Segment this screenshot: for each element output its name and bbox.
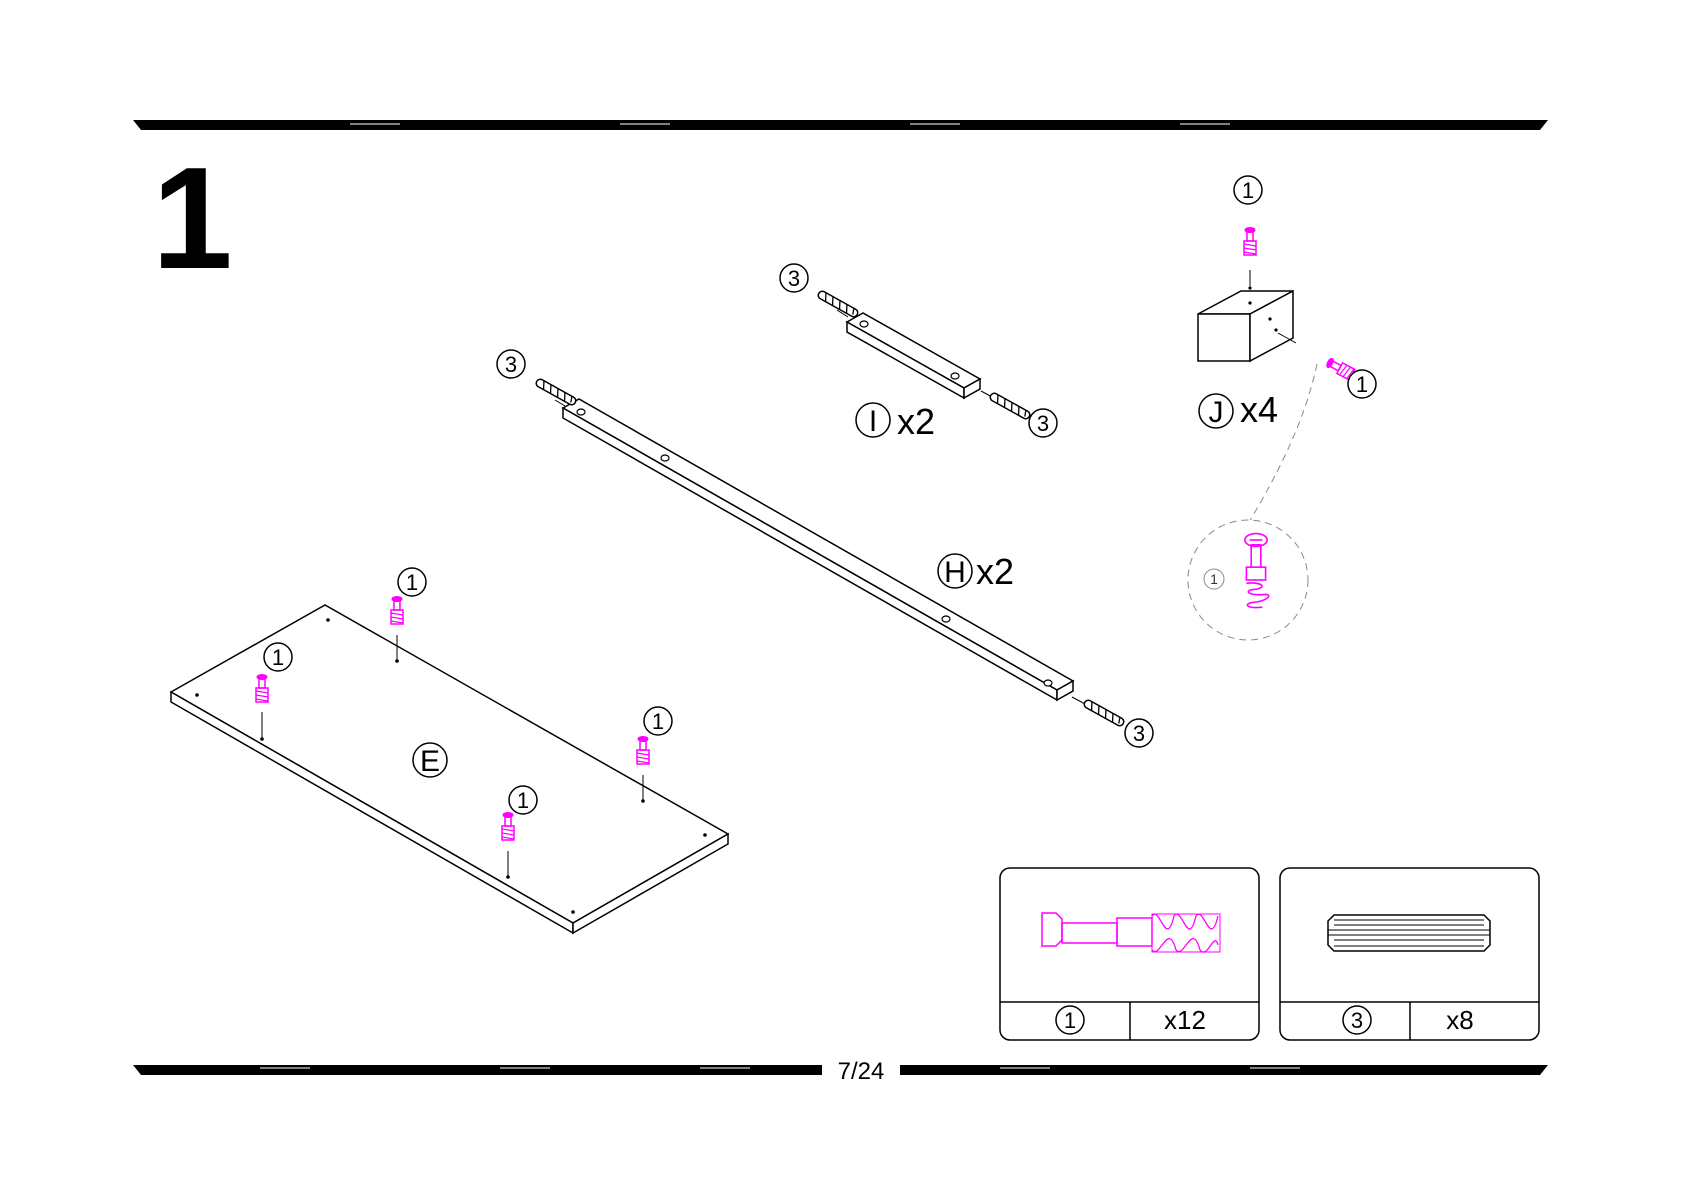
svg-text:1: 1	[1210, 571, 1218, 587]
svg-text:1: 1	[1356, 372, 1368, 397]
svg-text:I: I	[869, 405, 877, 438]
svg-text:x2: x2	[897, 401, 935, 442]
hardware-box-dowel: 3 x8	[1280, 868, 1539, 1040]
hardware-box-cam-bolt: 1 x12	[1000, 868, 1259, 1040]
svg-text:1: 1	[272, 645, 284, 670]
wooden-dowel-icon	[1328, 915, 1490, 951]
bottom-border-bar-left	[133, 1065, 822, 1075]
svg-text:x4: x4	[1240, 389, 1278, 430]
svg-text:3: 3	[505, 352, 517, 377]
bottom-border-bar-right	[900, 1065, 1548, 1075]
svg-text:3: 3	[1133, 721, 1145, 746]
block-j-drawing	[1198, 228, 1355, 381]
page-indicator: 7/24	[838, 1058, 885, 1085]
svg-text:J: J	[1209, 396, 1224, 429]
svg-text:H: H	[944, 556, 966, 589]
svg-text:1: 1	[1242, 178, 1254, 203]
block-j-bolt-callouts: 1 1	[1234, 176, 1376, 398]
svg-text:1: 1	[406, 570, 418, 595]
svg-text:3: 3	[1037, 411, 1049, 436]
svg-text:E: E	[420, 745, 440, 778]
hardware-ref-3: 3	[1351, 1008, 1363, 1033]
rail-i-label: I x2	[856, 401, 935, 442]
panel-e-drawing	[171, 597, 728, 934]
svg-text:3: 3	[788, 266, 800, 291]
svg-text:1: 1	[517, 788, 529, 813]
svg-text:x2: x2	[976, 551, 1014, 592]
svg-text:1: 1	[652, 709, 664, 734]
top-border-bar	[133, 120, 1548, 130]
hardware-qty-1: x12	[1164, 1005, 1206, 1035]
block-j-label: J x4	[1199, 389, 1278, 430]
hardware-qty-3: x8	[1446, 1005, 1473, 1035]
step-number: 1	[152, 137, 233, 299]
rail-h-label: H x2	[938, 551, 1014, 592]
panel-e-label: E	[413, 743, 447, 778]
hardware-ref-1: 1	[1064, 1008, 1076, 1033]
